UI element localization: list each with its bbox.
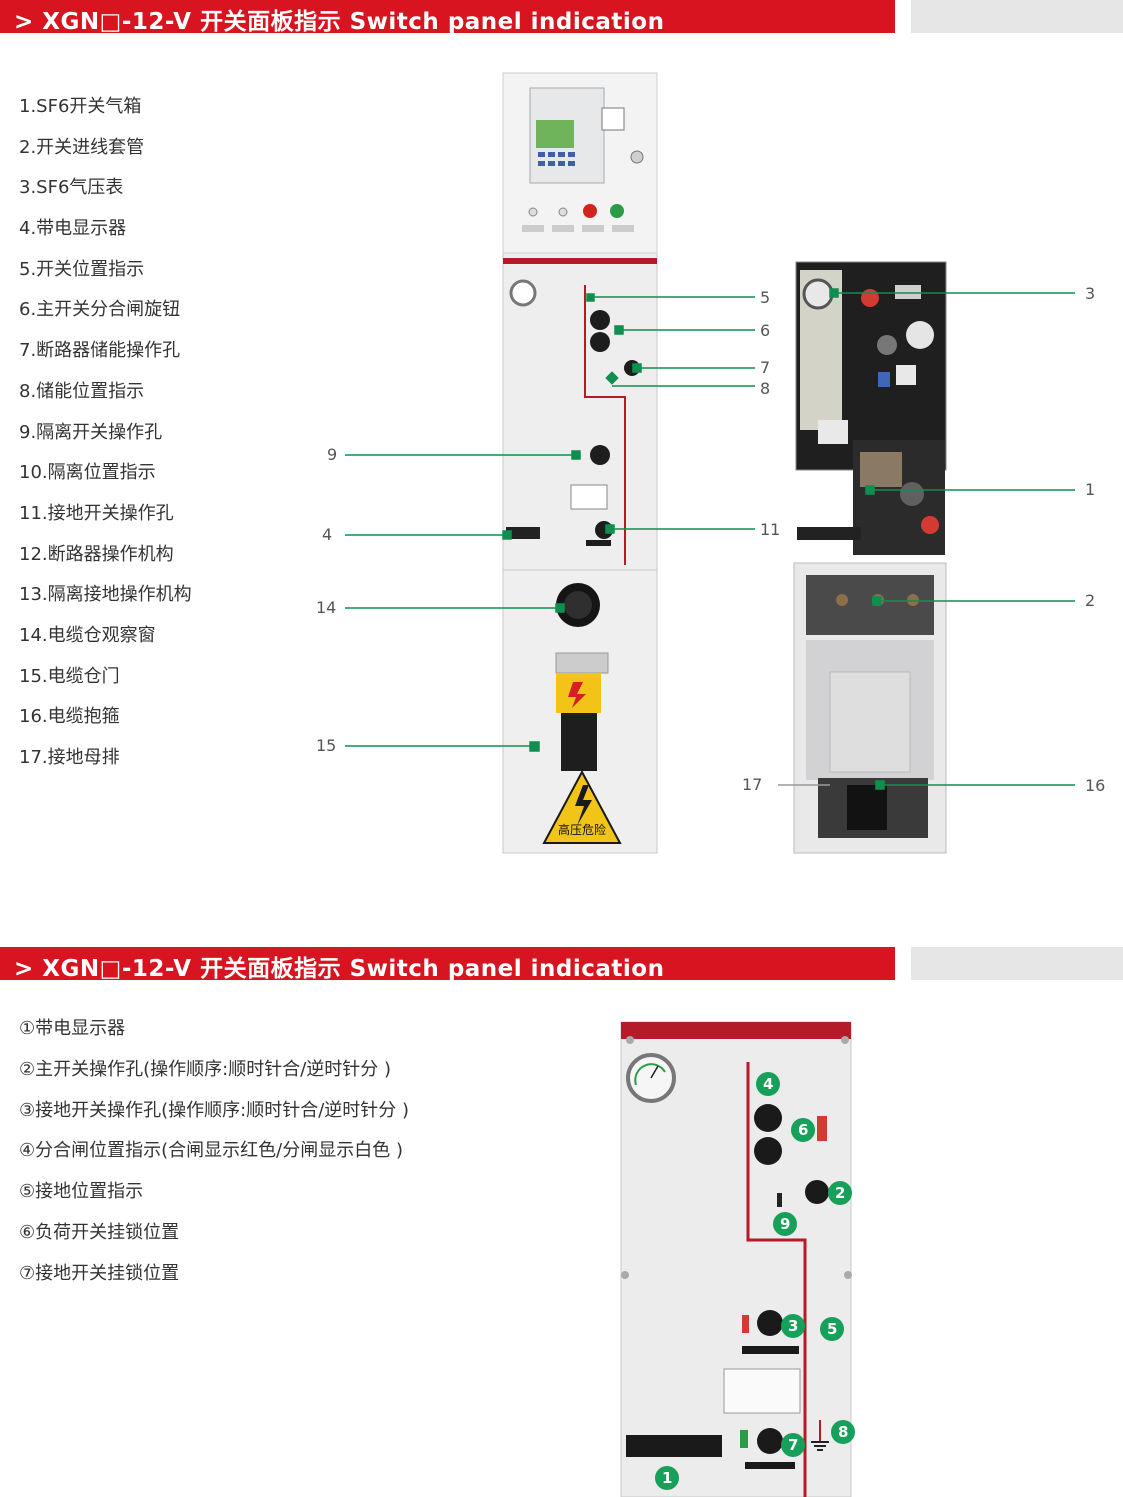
marker-circles	[655, 1072, 855, 1490]
section2-component-list: ①带电显示器 ②主开关操作孔(操作顺序:顺时针合/逆时针分 ) ③接地开关操作孔…	[19, 1018, 409, 1304]
internal-view	[794, 262, 946, 853]
callout-1: 1	[1085, 480, 1095, 499]
section1-leaders	[345, 289, 1075, 789]
marker-7: 7	[788, 1436, 798, 1454]
section1-illustration: 高压危险	[0, 0, 1123, 900]
marker-9: 9	[780, 1215, 790, 1233]
callout-16: 16	[1085, 776, 1105, 795]
marker-6: 6	[798, 1121, 808, 1139]
section2-banner-accent	[911, 947, 1123, 980]
callout-8: 8	[760, 379, 770, 398]
callout-5: 5	[760, 288, 770, 307]
marker-4: 4	[763, 1075, 773, 1093]
section2-banner: > XGN□-12-V 开关面板指示 Switch panel indicati…	[0, 947, 895, 980]
marker-3: 3	[788, 1317, 798, 1335]
section2-heading: > XGN□-12-V 开关面板指示 Switch panel indicati…	[14, 949, 664, 983]
warning-sign-text: 高压危险	[558, 822, 606, 837]
marker-5: 5	[827, 1320, 837, 1338]
callout-11: 11	[760, 520, 780, 539]
front-panel: 高压危险	[503, 73, 657, 853]
list-item: ①带电显示器	[19, 1018, 409, 1059]
list-item: ③接地开关操作孔(操作顺序:顺时针合/逆时针分 )	[19, 1100, 409, 1141]
list-item: ⑦接地开关挂锁位置	[19, 1263, 409, 1304]
callout-3: 3	[1085, 284, 1095, 303]
callout-6: 6	[760, 321, 770, 340]
list-item: ⑥负荷开关挂锁位置	[19, 1222, 409, 1263]
callout-9: 9	[327, 445, 337, 464]
list-item: ④分合闸位置指示(合闸显示红色/分闸显示白色 )	[19, 1140, 409, 1181]
list-item: ⑤接地位置指示	[19, 1181, 409, 1222]
closeup-panel	[621, 1022, 852, 1497]
callout-4: 4	[322, 525, 332, 544]
list-item: ②主开关操作孔(操作顺序:顺时针合/逆时针分 )	[19, 1059, 409, 1100]
callout-14: 14	[316, 598, 336, 617]
marker-1: 1	[662, 1469, 672, 1487]
callout-2: 2	[1085, 591, 1095, 610]
callout-7: 7	[760, 358, 770, 377]
callout-15: 15	[316, 736, 336, 755]
callout-17: 17	[742, 775, 762, 794]
marker-2: 2	[835, 1184, 845, 1202]
marker-8: 8	[838, 1423, 848, 1441]
